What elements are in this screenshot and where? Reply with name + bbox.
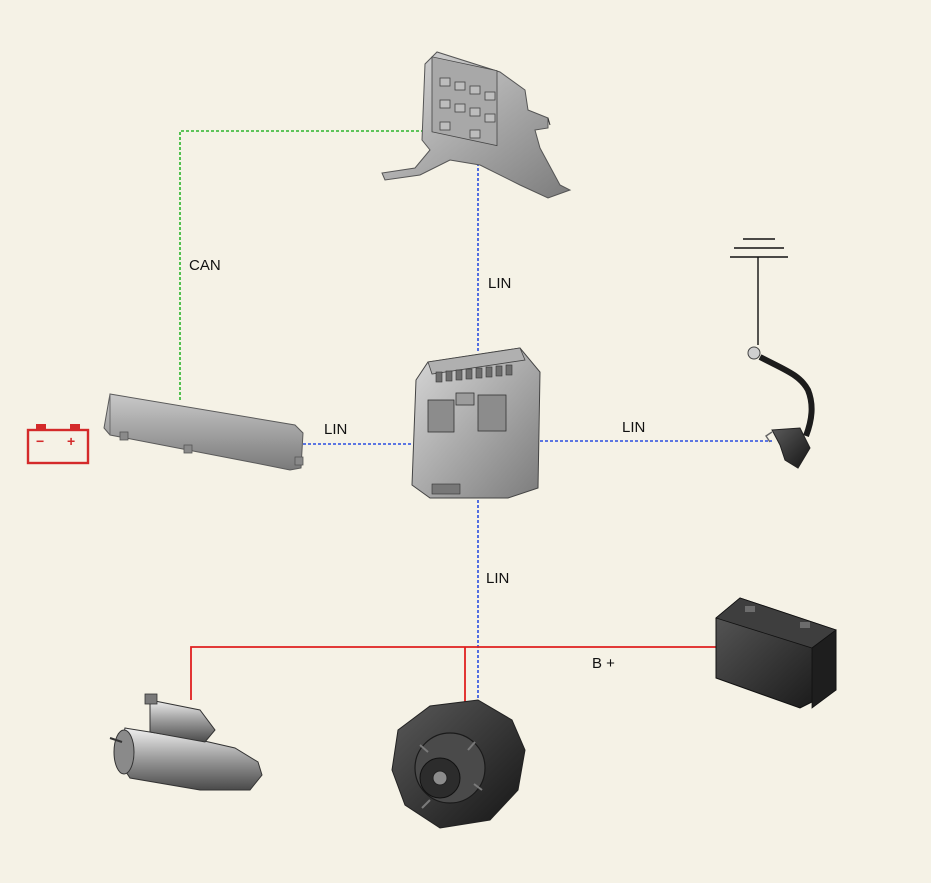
battery-warning-icon: − + xyxy=(26,424,90,465)
battery-minus-sign: − xyxy=(36,433,44,449)
can-label: CAN xyxy=(189,257,221,274)
ground-symbol-icon xyxy=(730,238,788,345)
battery-sensor-cable-icon xyxy=(747,346,815,469)
alternator-icon xyxy=(391,699,526,829)
can-bus-line xyxy=(179,130,432,400)
battery-plus-sign: + xyxy=(67,433,75,449)
lin-label-left: LIN xyxy=(324,421,347,438)
lin-label-right: LIN xyxy=(622,419,645,436)
lin-bus-lines xyxy=(303,158,772,725)
junction-box-icon xyxy=(411,347,541,499)
lin-label-bottom: LIN xyxy=(486,570,509,587)
starter-motor-icon xyxy=(109,693,263,791)
instrument-cluster-icon xyxy=(103,393,304,471)
lin-label-top: LIN xyxy=(488,275,511,292)
car-battery-icon xyxy=(715,597,837,709)
b-plus-label: B + xyxy=(592,655,615,672)
ecu-bracket-icon xyxy=(381,51,572,199)
b-plus-power-lines xyxy=(190,646,716,705)
